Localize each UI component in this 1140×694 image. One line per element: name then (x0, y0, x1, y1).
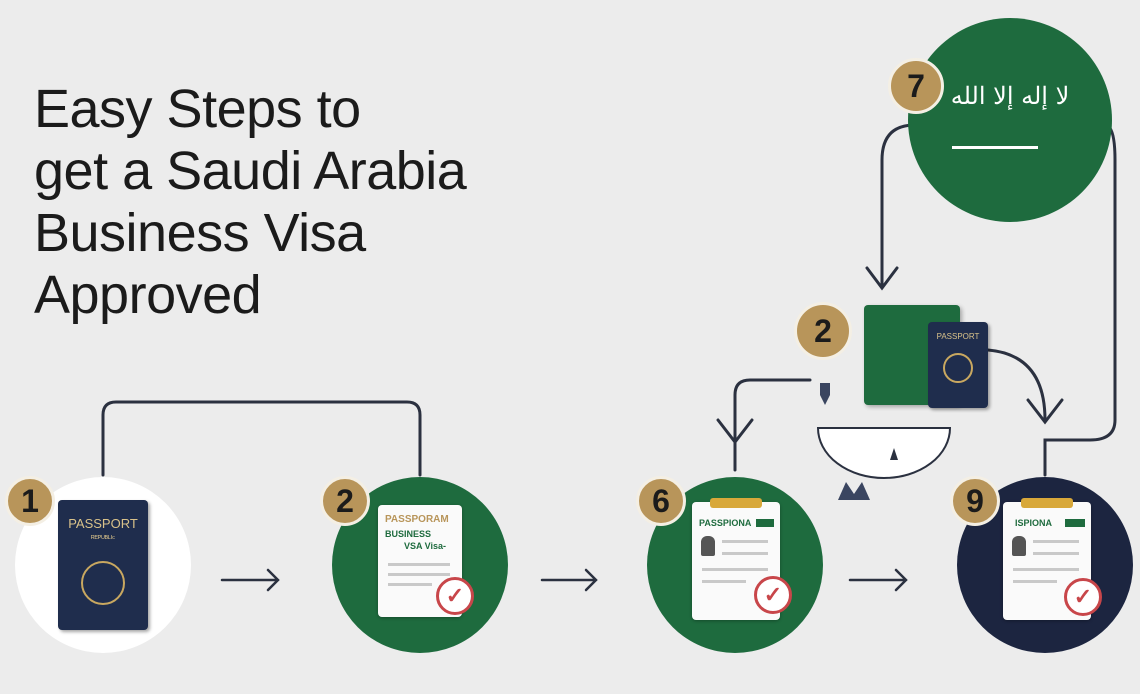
passport-subtitle: ᴿᴱᴾᵁᴮᴸᴵᶜ (91, 534, 115, 543)
arrowhead (716, 418, 754, 445)
check-icon: ✓ (754, 576, 792, 614)
check-icon: ✓ (436, 577, 474, 615)
bowl-icon (816, 427, 952, 479)
tent-icon (838, 482, 870, 500)
photo-icon (701, 536, 715, 556)
arrowhead (865, 266, 899, 291)
arrow-2-6 (540, 568, 598, 592)
connector-mid-right (986, 348, 1047, 422)
doc-line: VSA Visa- (404, 541, 447, 551)
step-7-flag-circle: لا إله إلا الله (908, 18, 1112, 222)
passport-title: PASSPORT (936, 332, 980, 341)
step-badge: 6 (636, 476, 686, 526)
title-line: Business Visa (34, 203, 366, 263)
passport-title: PASSPORT (68, 516, 138, 531)
arrow-1-2 (220, 568, 280, 592)
passport-icon: PASSPORT ᴿᴱᴾᵁᴮᴸᴵᶜ (58, 500, 148, 630)
pen-icon (820, 383, 830, 405)
connector-7-down (880, 123, 917, 287)
globe-icon (81, 561, 125, 605)
title-line: Easy Steps to (34, 79, 361, 139)
clipboard-clip (710, 498, 762, 508)
passport-icon: PASSPORT (928, 322, 988, 408)
title-line: get a Saudi Arabia (34, 141, 467, 201)
arrowhead (1026, 398, 1064, 425)
doc-title: ISPIONA (1015, 518, 1053, 528)
title-line: Approved (34, 265, 262, 325)
connector-mid-left (733, 378, 812, 472)
step-badge: 9 (950, 476, 1000, 526)
step-badge: 1 (5, 476, 55, 526)
tower-icon (890, 448, 898, 460)
step-badge: 2 (320, 476, 370, 526)
arrow-6-9 (848, 568, 908, 592)
flag-script: لا إله إلا الله (950, 82, 1070, 110)
visa-document: PASSPORAM BUSINESS VSA Visa- (378, 505, 462, 617)
step-badge: 7 (888, 58, 944, 114)
doc-line: BUSINESS (385, 529, 432, 539)
doc-title: PASSPORAM (385, 514, 449, 525)
sword-icon (952, 146, 1038, 149)
step-badge: 2 (794, 302, 852, 360)
check-icon: ✓ (1064, 578, 1102, 616)
connector-1-2 (101, 400, 422, 477)
page-title: Easy Steps to get a Saudi Arabia Busines… (34, 78, 467, 326)
doc-title: PASSPIONA (699, 518, 752, 528)
clipboard-clip (1021, 498, 1073, 508)
photo-icon (1012, 536, 1026, 556)
step-arrows (220, 568, 908, 592)
globe-icon (943, 353, 973, 383)
